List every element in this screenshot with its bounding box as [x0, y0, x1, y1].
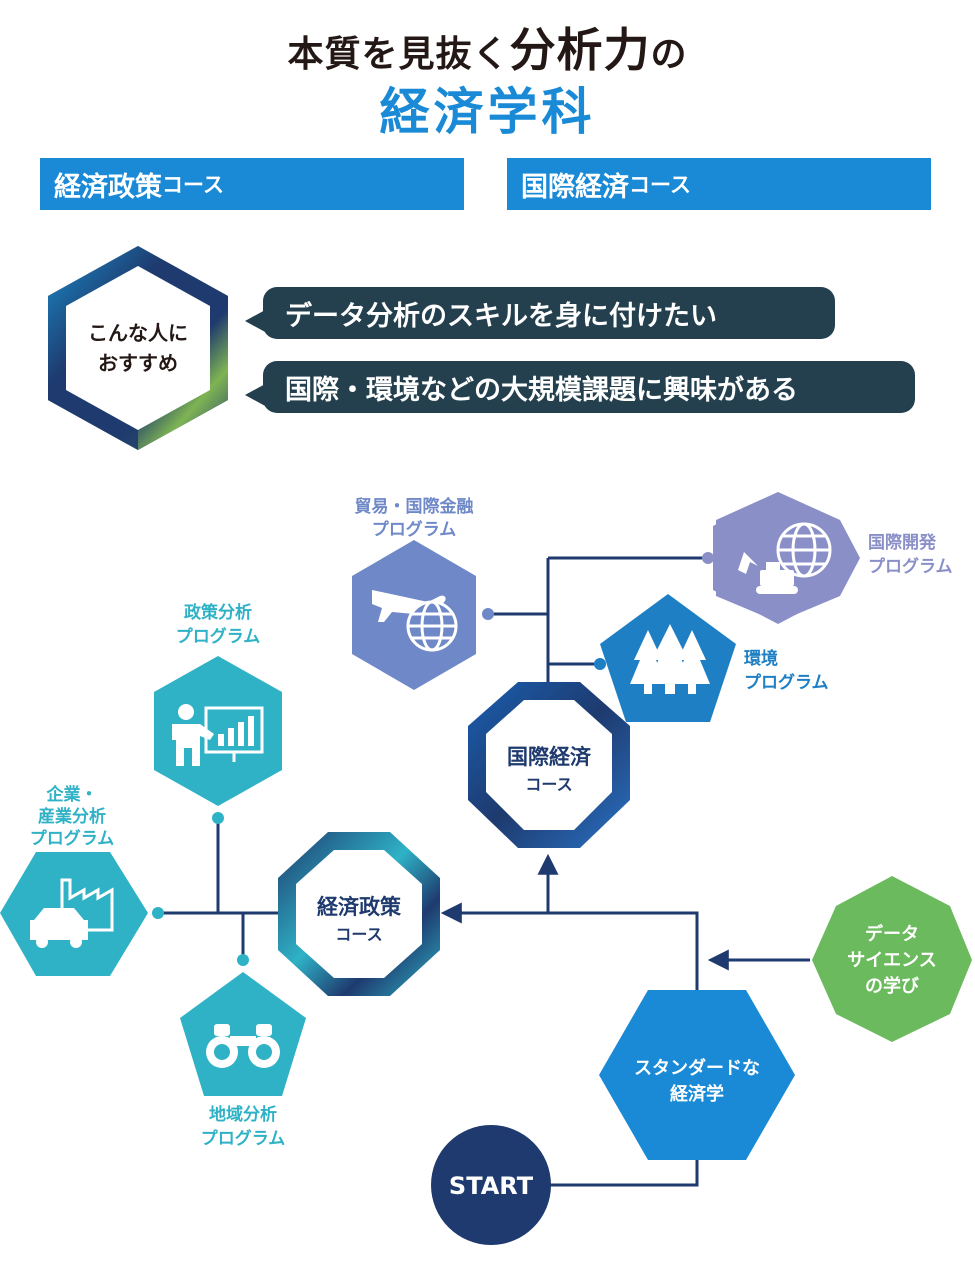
badge-line1: こんな人に [88, 321, 188, 345]
data-science-line2: サイエンス [847, 950, 936, 971]
program-policy-analysis: 政策分析 プログラム [154, 602, 282, 806]
line-start-to-standard [548, 1160, 699, 1187]
program-regional-line2: プログラム [201, 1128, 286, 1149]
page-title-department: 経済学科 [379, 83, 596, 141]
title-post: の [650, 34, 688, 75]
line-standard-to-junction [548, 911, 699, 990]
presentation-icon [172, 704, 264, 766]
title-pre: 本質を見抜く [287, 34, 510, 75]
excavator-icon [738, 552, 798, 594]
course-bar-main: 国際経済 [521, 171, 629, 203]
program-trade: 貿易・国際金融 プログラム [352, 496, 476, 690]
page-title-line1: 本質を見抜く分析力の [0, 14, 975, 80]
connector-dots [152, 552, 714, 966]
trees-icon [630, 624, 710, 694]
program-policy-analysis-line1: 政策分析 [184, 602, 252, 623]
policy-course-line1: 経済政策 [317, 895, 402, 919]
program-development: 国際開発 プログラム [713, 492, 953, 624]
intl-course-line1: 国際経済 [507, 745, 592, 769]
policy-course-node: 経済政策 コース [278, 832, 440, 996]
standard-economics-node: スタンダードな 経済学 [599, 990, 795, 1160]
bubble-tail [245, 309, 267, 333]
course-bar-main: 経済政策 [54, 171, 162, 203]
connector-lines [160, 556, 810, 1187]
intl-course-node: 国際経済 コース [468, 682, 630, 848]
program-environment: 環境 プログラム [600, 594, 829, 722]
standard-line1: スタンダードな [634, 1057, 760, 1079]
globe-icon [776, 522, 832, 578]
data-science-node: データ サイエンス の学び [812, 876, 972, 1042]
factory-car-icon [30, 878, 114, 948]
recommend-badge: こんな人に おすすめ [48, 246, 228, 450]
program-industry: 企業・ 産業分析 プログラム [0, 784, 148, 976]
program-industry-line1: 企業・ [46, 784, 98, 805]
standard-line2: 経済学 [670, 1083, 724, 1105]
program-environment-line1: 環境 [744, 648, 778, 669]
data-science-line1: データ [865, 923, 919, 945]
badge-line2: おすすめ [98, 351, 178, 375]
course-bar-sub: コース [162, 173, 224, 197]
program-trade-line1: 貿易・国際金融 [355, 496, 474, 517]
globe-icon [406, 600, 458, 652]
bubble-text: データ分析のスキルを身に付けたい [285, 300, 717, 332]
recommend-bubble-2: 国際・環境などの大規模課題に興味がある [245, 361, 915, 413]
bubble-tail [245, 383, 267, 407]
binoculars-icon [206, 1024, 280, 1068]
program-regional: 地域分析 プログラム [180, 972, 306, 1149]
program-regional-line1: 地域分析 [209, 1104, 277, 1125]
program-trade-line2: プログラム [372, 519, 457, 540]
policy-course-line2: コース [335, 925, 382, 944]
program-environment-line2: プログラム [744, 672, 829, 693]
start-node: START [431, 1125, 551, 1245]
program-industry-line2: 産業分析 [38, 806, 106, 827]
course-bar-policy: 経済政策コース [40, 158, 464, 210]
course-bar-international: 国際経済コース [507, 158, 931, 210]
program-industry-line3: プログラム [30, 828, 115, 849]
data-science-line3: の学び [865, 975, 920, 997]
title-emphasis: 分析力 [509, 23, 651, 77]
program-policy-analysis-line2: プログラム [176, 626, 261, 647]
recommend-bubble-1: データ分析のスキルを身に付けたい [245, 287, 835, 339]
start-label: START [449, 1172, 534, 1200]
program-development-line2: プログラム [868, 556, 953, 577]
course-bar-sub: コース [629, 173, 691, 197]
bubble-text: 国際・環境などの大規模課題に興味がある [285, 374, 798, 406]
intl-course-line2: コース [525, 775, 572, 794]
program-development-line1: 国際開発 [868, 532, 937, 553]
